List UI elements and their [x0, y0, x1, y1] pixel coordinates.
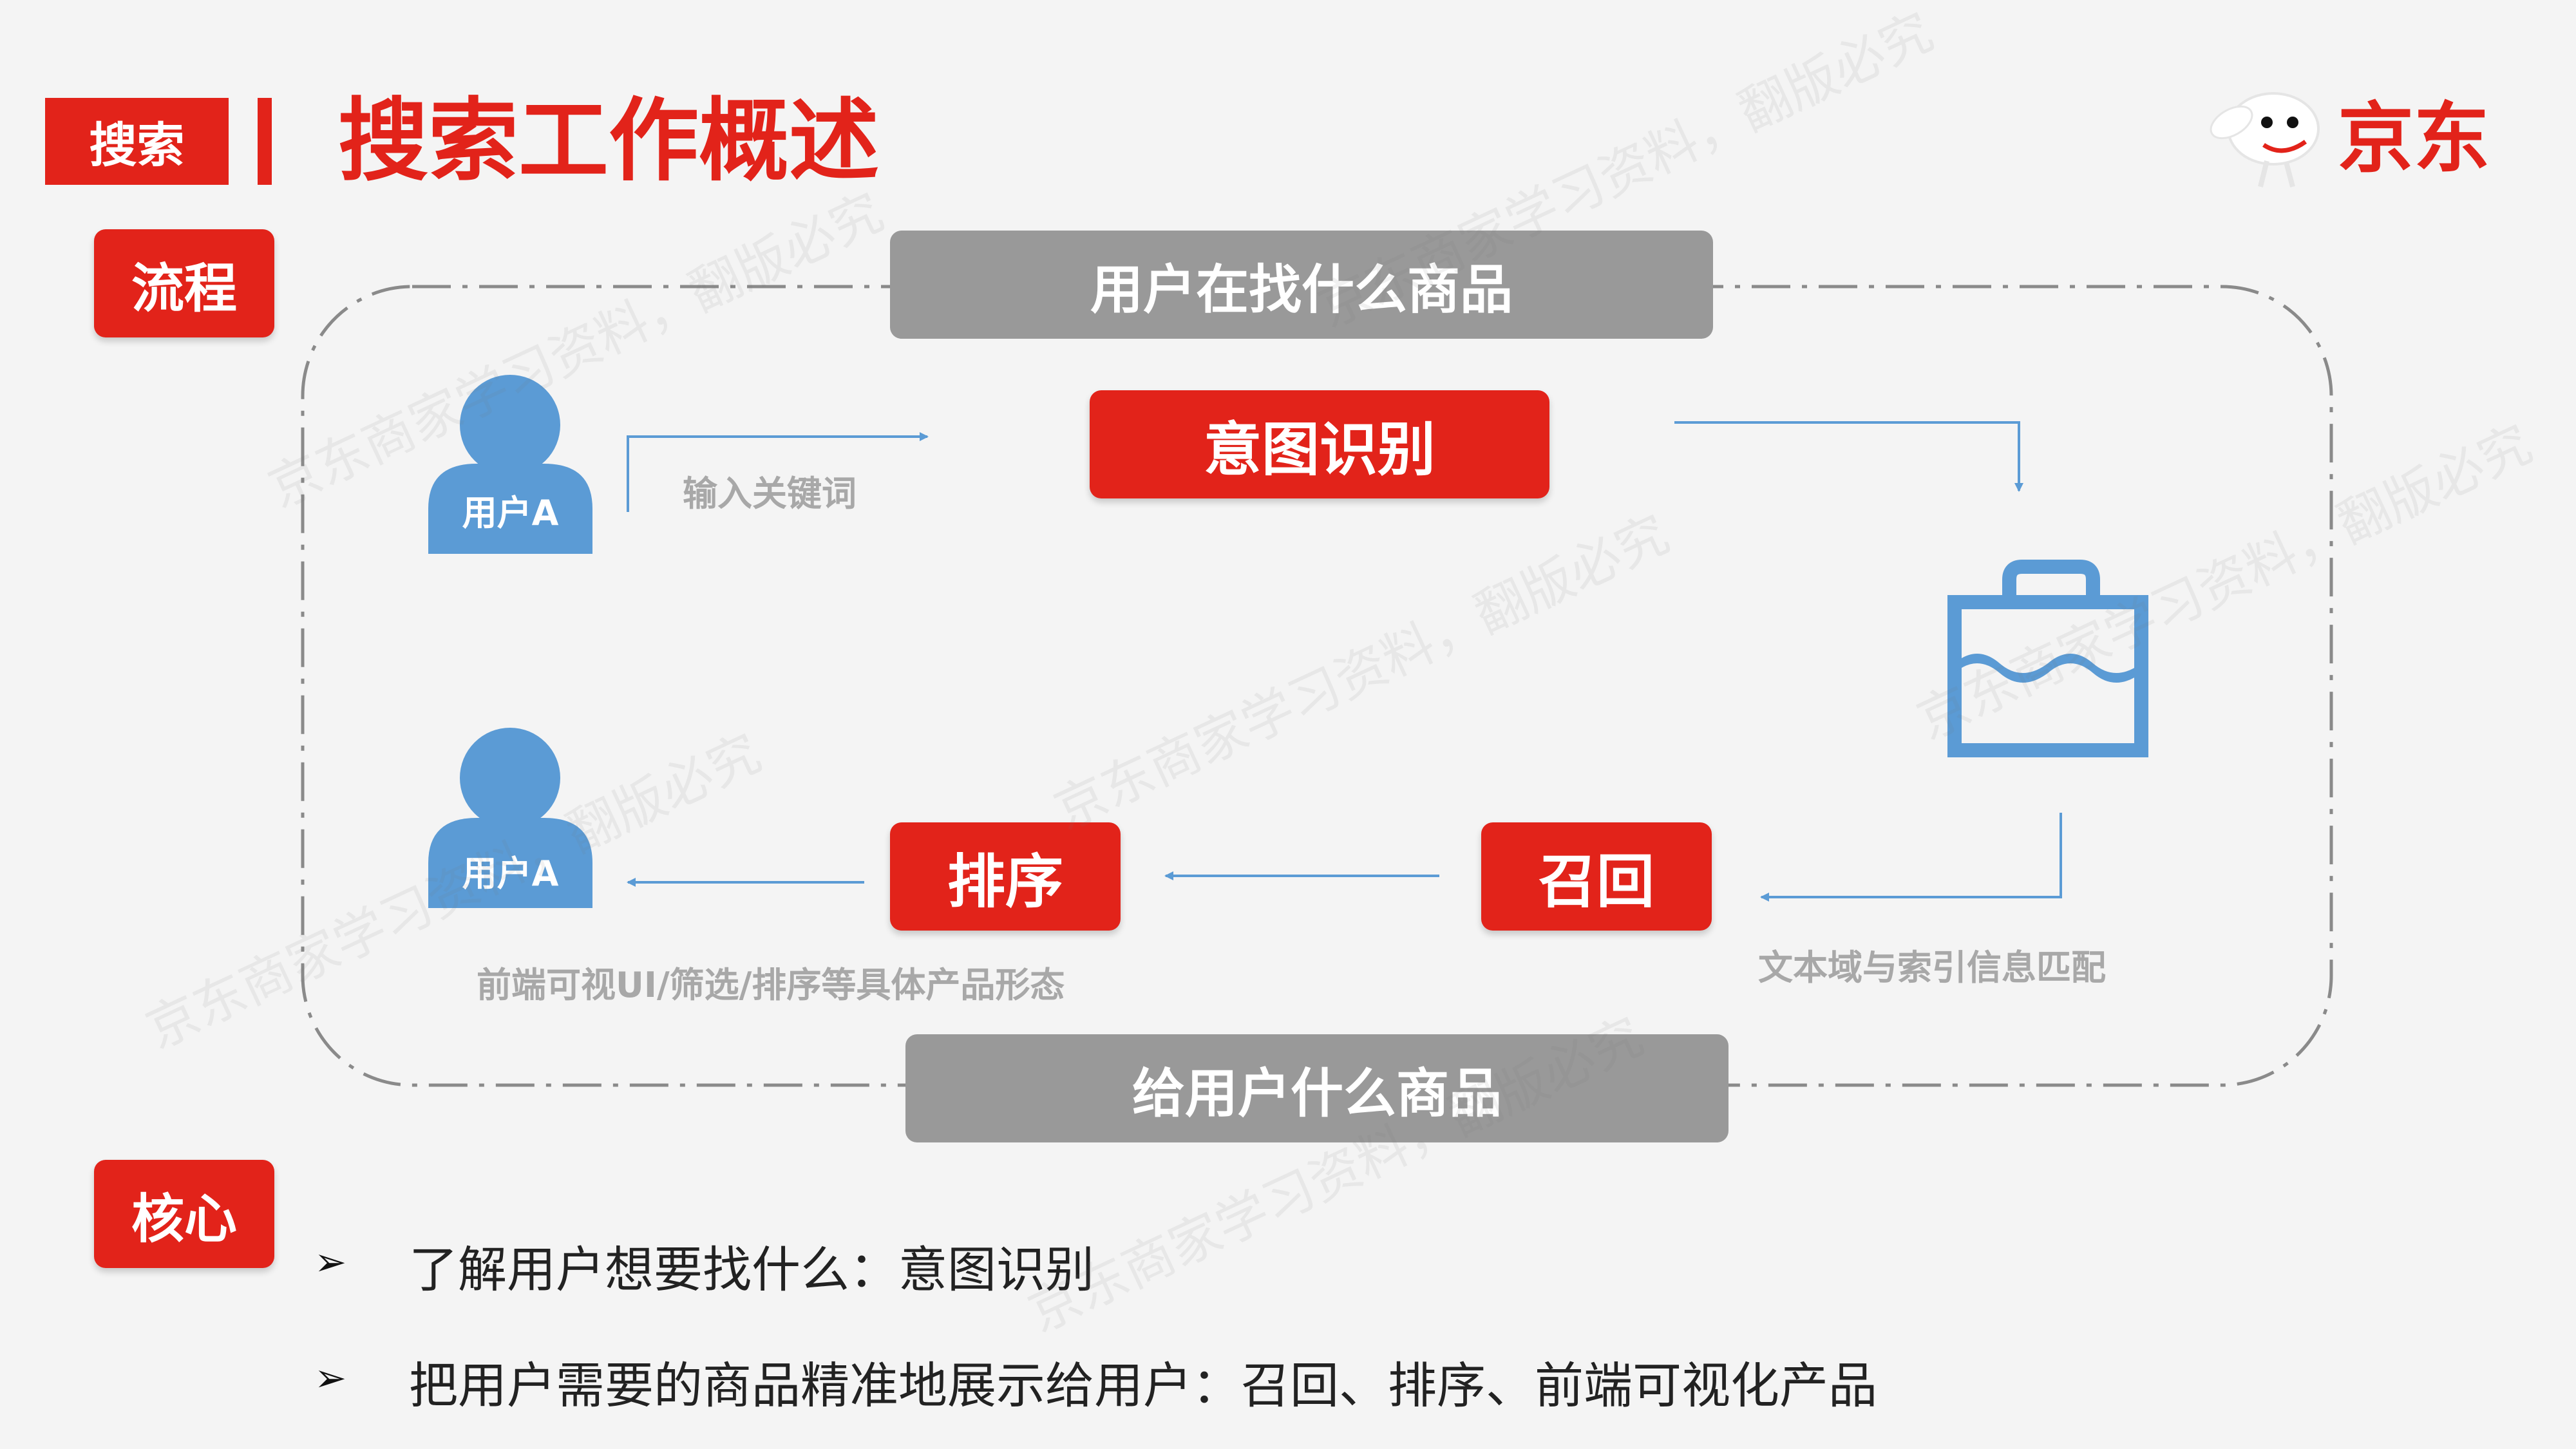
section-tag-core: 核心	[94, 1160, 274, 1268]
top-banner: 用户在找什么商品	[890, 231, 1713, 339]
user-bottom-label: 用户A	[462, 853, 559, 894]
recall-box: 召回	[1481, 822, 1712, 931]
bullet-marker-1: ➢	[314, 1240, 347, 1285]
jd-logo-text: 京东	[2338, 94, 2490, 183]
jd-mascot-icon	[2210, 92, 2320, 188]
user-bottom-icon	[428, 728, 592, 908]
header-divider	[258, 98, 272, 185]
intent-box: 意图识别	[1090, 390, 1549, 498]
jd-logo: 京东	[2202, 84, 2512, 193]
intent-to-index-arrow	[1674, 421, 2023, 492]
frontend-label: 前端可视UI/筛选/排序等具体产品形态	[477, 965, 1065, 1005]
input-arrow	[627, 432, 929, 512]
rank-box: 排序	[890, 822, 1121, 931]
index-to-recall-arrow	[1760, 813, 2062, 902]
bullet-marker-2: ➢	[314, 1356, 347, 1401]
match-label: 文本域与索引信息匹配	[1758, 947, 2106, 988]
section-tag-process: 流程	[94, 229, 274, 337]
core-point-1: 了解用户想要找什么：意图识别	[409, 1241, 1094, 1298]
bottom-banner: 给用户什么商品	[905, 1034, 1728, 1142]
page-title: 搜索工作概述	[338, 89, 880, 194]
core-point-2: 把用户需要的商品精准地展示给用户：召回、排序、前端可视化产品	[409, 1357, 1877, 1414]
input-keyword-label: 输入关键词	[683, 473, 857, 514]
user-top-label: 用户A	[462, 493, 559, 533]
briefcase-icon	[1947, 560, 2148, 757]
user-top-icon	[428, 375, 592, 554]
header-tag: 搜索	[45, 98, 229, 185]
